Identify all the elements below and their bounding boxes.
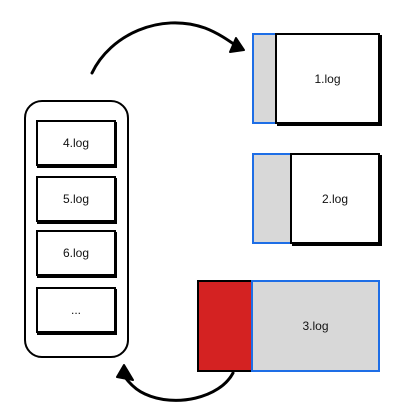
log-file-2: 2.log [252,153,380,244]
arrowhead-icon [116,364,134,381]
queue-item: 4.log [36,120,116,166]
log-file-body: 1.log [275,33,380,124]
log-file-label: 1.log [314,71,341,86]
log-file-body: 2.log [290,153,380,244]
log-file-label: 3.log [302,319,329,333]
arrow-to-file-1 [90,21,240,75]
queue-item: ... [36,287,116,333]
queue-item: 5.log [36,176,116,222]
log-queue: 4.log 5.log 6.log ... [24,100,129,358]
arrowhead-icon [229,37,245,53]
log-file-3: 3.log [197,280,380,372]
log-file-label: 2.log [321,191,349,206]
queue-item: 6.log [36,230,116,276]
arrow-to-queue [123,371,235,402]
log-file-1: 1.log [252,33,380,124]
written-segment: 3.log [251,280,380,372]
removed-segment [197,280,253,372]
